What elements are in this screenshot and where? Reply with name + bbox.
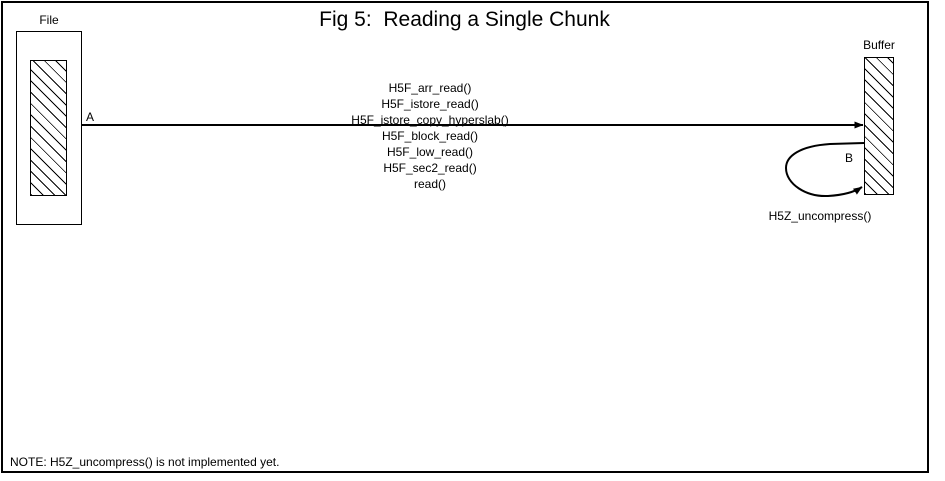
call-stack-item: H5F_sec2_read() (383, 161, 477, 175)
file-label: File (39, 13, 59, 27)
note-text: NOTE: H5Z_uncompress() is not implemente… (10, 455, 280, 469)
call-stack-list: H5F_arr_read() H5F_istore_read() H5F_ist… (305, 80, 555, 192)
call-stack-item: H5F_low_read() (386, 145, 474, 159)
call-stack-item: H5F_istore_copy_hyperslab() (351, 113, 509, 127)
uncompress-caption: H5Z_uncompress() (768, 209, 872, 223)
buffer-label: Buffer (863, 38, 895, 52)
arrow-b-label: B (845, 151, 854, 165)
figure-title: Fig 5: Reading a Single Chunk (319, 8, 610, 31)
arrow-a-label: A (86, 110, 95, 124)
call-stack-item: H5F_block_read() (381, 129, 479, 143)
buffer-box (864, 57, 894, 195)
page-border (1, 1, 929, 473)
call-stack-item: H5F_arr_read() (388, 81, 472, 95)
call-stack-item: read() (413, 177, 446, 191)
call-stack-item: H5F_istore_read() (381, 97, 479, 111)
file-chunk-icon (30, 60, 67, 196)
